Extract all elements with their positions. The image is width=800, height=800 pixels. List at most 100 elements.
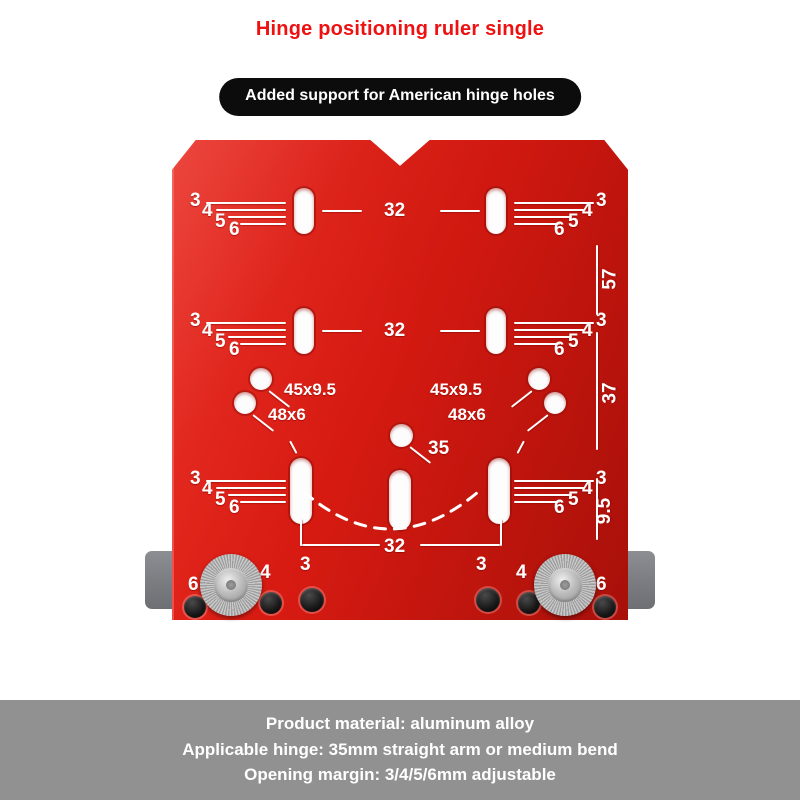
tick-top-right-inner	[440, 210, 480, 212]
scale-mid-right-4: 4	[582, 320, 593, 341]
edge-scale-right-3: 3	[476, 554, 487, 575]
drill-hole-right-6	[594, 596, 616, 618]
dimension-top-center-32: 32	[384, 200, 406, 221]
slot-top-right	[486, 188, 506, 234]
edge-scale-right-4: 4	[516, 562, 527, 583]
tick-mid-left-6	[240, 343, 286, 345]
scale-bot-left-3: 3	[190, 468, 201, 489]
tick-top-right-3	[514, 202, 594, 204]
tick-top-left-inner	[322, 210, 362, 212]
slot-bottom-right	[488, 458, 510, 524]
scale-mid-right-6: 6	[554, 339, 565, 360]
tick-mid-right-6	[514, 343, 560, 345]
span-line-right	[420, 544, 500, 546]
spec-footer: Product material: aluminum alloy Applica…	[0, 700, 800, 800]
tick-bot-right-5	[514, 494, 572, 496]
tick-mid-right-3	[514, 322, 594, 324]
tick-top-right-4	[514, 209, 584, 211]
scale-mid-left-6: 6	[229, 339, 240, 360]
drill-hole-right-4	[518, 592, 540, 614]
drill-hole-right-3	[476, 588, 500, 612]
slot-mid-left	[294, 308, 314, 354]
scale-top-left-3: 3	[190, 190, 201, 211]
tick-top-left-6	[240, 223, 286, 225]
slot-top-left	[294, 188, 314, 234]
dimline-37	[596, 332, 598, 450]
dimline-9-5	[596, 478, 598, 540]
tick-mid-left-3	[206, 322, 286, 324]
edge-scale-right-6: 6	[596, 574, 607, 595]
tick-bot-left-5	[228, 494, 286, 496]
scale-mid-left-5: 5	[215, 331, 226, 352]
edge-scale-left-4: 4	[260, 562, 271, 583]
scale-mid-right-3: 3	[596, 310, 607, 331]
tick-mid-right-inner	[440, 330, 480, 332]
slot-bottom-center	[389, 470, 411, 530]
product-image: 3 4 5 6 32 3 4 5 6 3 4 5 6 32	[0, 120, 800, 680]
dimension-cup-35: 35	[428, 438, 450, 459]
scale-bot-right-4: 4	[582, 478, 593, 499]
slot-bottom-left	[290, 458, 312, 524]
tick-mid-right-4	[514, 329, 584, 331]
tick-bot-left-6	[240, 501, 286, 503]
label-left-45x95: 45x9.5	[284, 380, 336, 399]
dimline-57	[596, 245, 598, 315]
tick-top-left-3	[206, 202, 286, 204]
label-right-48x6: 48x6	[448, 405, 486, 424]
drill-hole-left-3	[300, 588, 324, 612]
spec-line-material: Product material: aluminum alloy	[265, 713, 535, 733]
jig-body-plate: 3 4 5 6 32 3 4 5 6 3 4 5 6 32	[172, 140, 628, 620]
scale-bot-right-5: 5	[568, 489, 579, 510]
tick-mid-left-inner	[322, 330, 362, 332]
tick-mid-right-5	[514, 336, 572, 338]
tick-bot-left-4	[216, 487, 286, 489]
tick-mid-left-4	[216, 329, 286, 331]
tick-mid-left-5	[228, 336, 286, 338]
tick-top-left-4	[216, 209, 286, 211]
hole-left-45x95	[250, 368, 272, 390]
scale-bot-right-6: 6	[554, 497, 565, 518]
leader-right-45x95	[510, 390, 533, 408]
edge-scale-left-6: 6	[188, 574, 199, 595]
tick-top-left-5	[228, 216, 286, 218]
tick-bot-right-4	[514, 487, 584, 489]
guide-tick-right	[516, 440, 525, 454]
hole-right-48x6	[544, 392, 566, 414]
tick-bot-right-6	[514, 501, 560, 503]
scale-top-right-6: 6	[554, 219, 565, 240]
thumbscrew-left-core	[226, 580, 236, 590]
span-line-left	[300, 544, 380, 546]
thumbscrew-left[interactable]	[200, 554, 262, 616]
hole-cup-35	[390, 424, 413, 447]
tick-top-right-6	[514, 223, 560, 225]
scale-top-right-3: 3	[596, 190, 607, 211]
hole-right-45x95	[528, 368, 550, 390]
scale-mid-right-5: 5	[568, 331, 579, 352]
spec-line-margin: Opening margin: 3/4/5/6mm adjustable	[244, 765, 556, 785]
dimension-37: 37	[599, 382, 621, 404]
scale-top-left-5: 5	[215, 211, 226, 232]
label-right-45x95: 45x9.5	[430, 380, 482, 399]
drill-hole-left-4	[260, 592, 282, 614]
scale-top-right-5: 5	[568, 211, 579, 232]
tick-bot-right-3	[514, 480, 594, 482]
edge-scale-left-3: 3	[300, 554, 311, 575]
tick-top-right-5	[514, 216, 572, 218]
dimension-mid-center-32: 32	[384, 320, 406, 341]
tick-bot-left-3	[206, 480, 286, 482]
feature-badge: Added support for American hinge holes	[219, 78, 581, 116]
dimension-arc-32: 32	[384, 536, 406, 557]
leader-right-48x6	[526, 414, 549, 432]
thumbscrew-right[interactable]	[534, 554, 596, 616]
drill-hole-left-6	[184, 596, 206, 618]
scale-bot-left-4: 4	[202, 478, 213, 499]
arc-guide	[302, 490, 480, 531]
scale-bot-right-3: 3	[596, 468, 607, 489]
scale-bot-left-5: 5	[215, 489, 226, 510]
scale-mid-left-4: 4	[202, 320, 213, 341]
span-tick-left	[300, 520, 302, 546]
scale-top-left-6: 6	[229, 219, 240, 240]
slot-mid-right	[486, 308, 506, 354]
scale-mid-left-3: 3	[190, 310, 201, 331]
page-title: Hinge positioning ruler single	[255, 18, 545, 40]
